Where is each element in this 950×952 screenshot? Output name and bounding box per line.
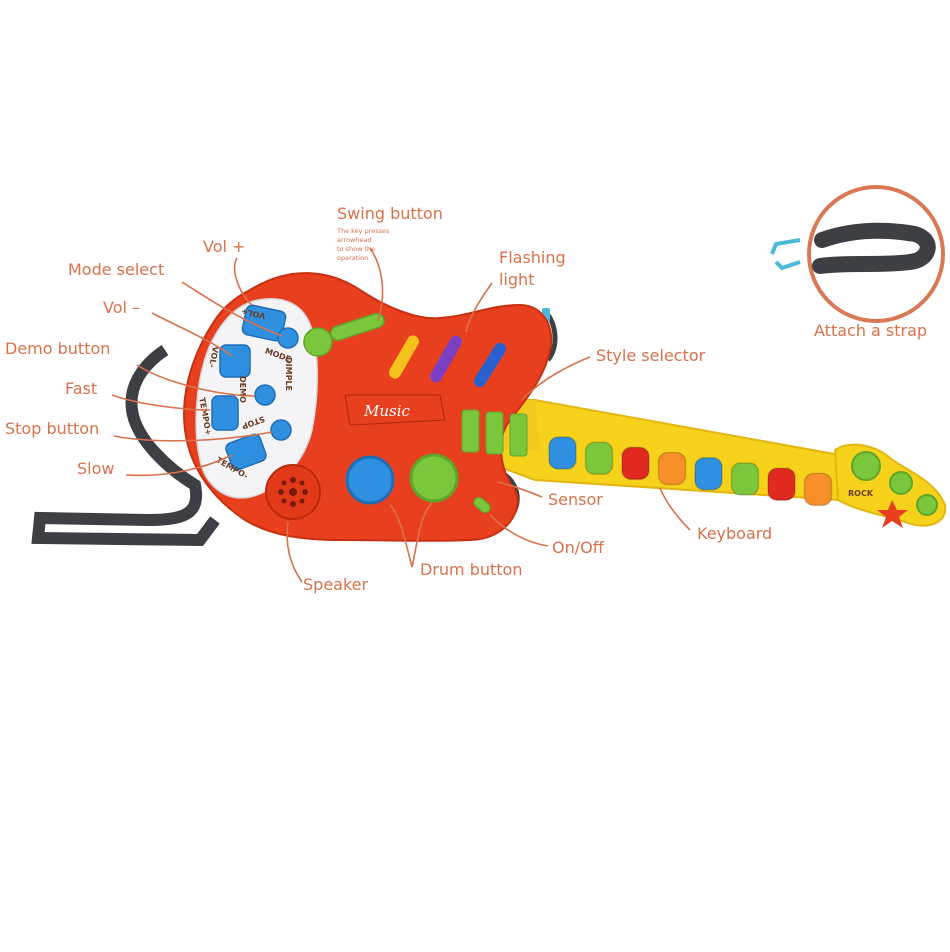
keyboard-key[interactable] [586,442,613,474]
callout-attach-strap: Attach a strap [814,321,927,340]
guitar-headstock: ROCK [835,445,945,528]
keyboard-key[interactable] [768,468,795,500]
callout-keyboard: Keyboard [697,524,772,543]
mode-select-button[interactable] [278,328,298,348]
keyboard-key[interactable] [732,463,759,495]
callout-style-selector: Style selector [596,346,706,365]
drum-button-blue[interactable] [347,457,393,503]
vol-minus-button[interactable] [220,345,250,377]
keyboard-key[interactable] [659,453,686,485]
callout-drum-button: Drum button [420,560,522,579]
demo-button[interactable] [255,385,275,405]
callout-stop-button: Stop button [5,419,99,438]
speaker-grill [266,465,320,519]
strap-inset [772,187,943,321]
swing-note-line-2: arrowhead [337,236,372,244]
callout-sensor: Sensor [548,490,603,509]
callout-slow: Slow [77,459,114,478]
stop-button[interactable] [271,420,291,440]
svg-text:Music: Music [363,402,411,420]
callout-swing-button: Swing button [337,204,443,223]
demo-print: DEMO [238,376,247,403]
style-selector[interactable] [462,410,527,456]
swing-note-line-4: operation [337,254,368,262]
callout-flashing: Flashing [499,248,566,267]
music-logo: Music [345,395,445,425]
swing-note-line-3: to show the [337,245,375,253]
brand-print: DIMPLE [284,357,293,391]
drum-button-green[interactable] [411,455,457,501]
callout-light: light [499,270,534,289]
callout-vol-plus: Vol + [203,237,245,256]
callout-speaker: Speaker [303,575,369,594]
callout-mode-select: Mode select [68,260,164,279]
callout-on-off: On/Off [552,538,605,557]
callout-demo-button: Demo button [5,339,110,358]
keyboard-key[interactable] [695,458,722,490]
rock-logo-text: ROCK [848,489,874,498]
callout-vol-minus: Vol – [103,298,140,317]
swing-note-line-1: The key presses [336,227,390,235]
keyboard-key[interactable] [549,437,576,469]
fast-tempo-button[interactable] [212,396,238,430]
keyboard-key[interactable] [622,447,649,479]
callout-fast: Fast [65,379,97,398]
keyboard-key[interactable] [805,473,832,505]
